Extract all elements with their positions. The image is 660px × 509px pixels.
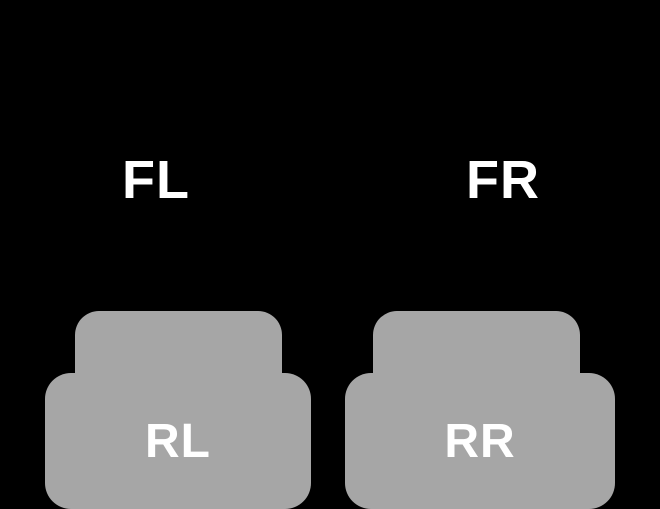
- front-right-label: FR: [466, 150, 540, 210]
- rear-left-mat: RL: [45, 311, 311, 509]
- rear-right-mat-body: [345, 373, 615, 509]
- rear-left-mat-body: [45, 373, 311, 509]
- rear-right-label: RR: [444, 414, 516, 468]
- rear-right-mat: RR: [345, 311, 615, 509]
- rear-left-label: RL: [145, 414, 211, 468]
- front-left-label: FL: [122, 150, 190, 210]
